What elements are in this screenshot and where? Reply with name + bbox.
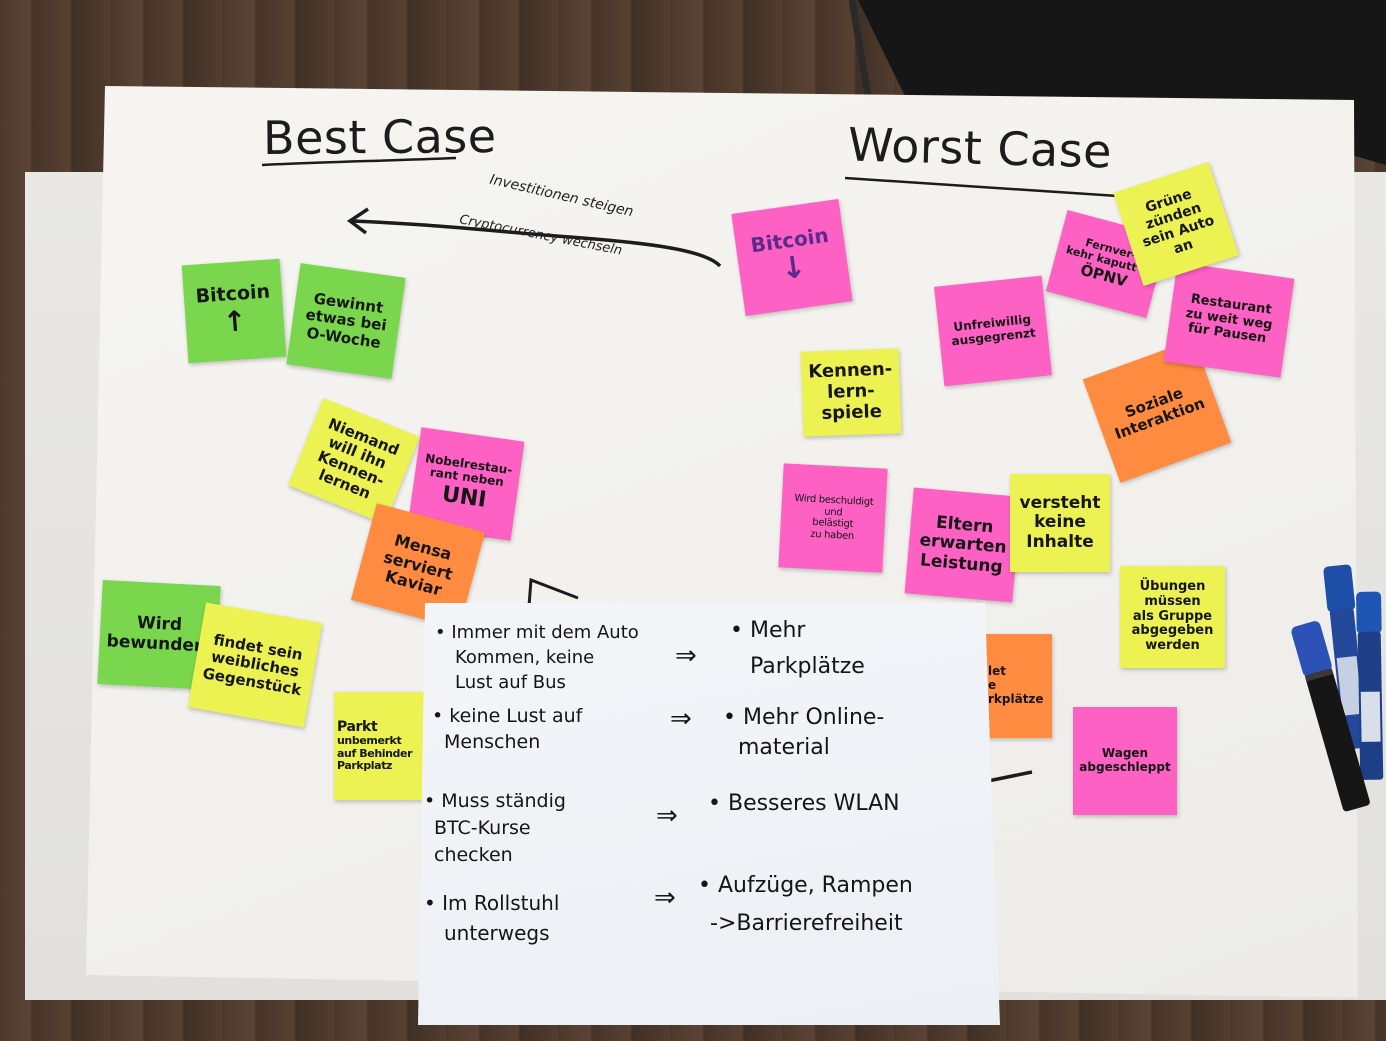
solution-text: • Aufzüge, Rampen ->Barrierefreiheit: [698, 867, 913, 943]
solution-text: • Mehr Online- material: [723, 703, 884, 763]
marker-pen-black: [1291, 621, 1370, 812]
ink-stroke: [987, 770, 1033, 783]
solution-text: • Mehr Parkplätze: [730, 613, 865, 685]
double-arrow-icon: ⇒: [675, 641, 697, 671]
note-text: abgeschleppt: [1079, 760, 1171, 774]
problem-line: • keine Lust auf: [432, 705, 583, 727]
solution-line: • Mehr: [730, 618, 806, 643]
note-text: Inhalte: [1026, 531, 1094, 552]
sticky-note-abgeschleppt: Wagen abgeschleppt: [1073, 707, 1177, 815]
solution-line: • Aufzüge, Rampen: [698, 873, 913, 898]
curved-arrow-line: [351, 219, 722, 268]
note-text: Wagen: [1101, 746, 1149, 761]
problem-line: • Immer mit dem Auto: [435, 622, 639, 643]
note-text: versteht: [1019, 492, 1101, 513]
sticky-note-parkt: Parkt unbemerkt auf Behinder Parkplatz: [334, 692, 424, 800]
sticky-note-versteht: versteht keine Inhalte: [1010, 474, 1110, 572]
solution-line: • Mehr Online-: [723, 705, 885, 730]
double-arrow-icon: ⇒: [670, 704, 692, 734]
chair-leg: [848, 0, 872, 97]
solution-line: Parkplätze: [750, 654, 865, 679]
problem-text: • Immer mit dem Auto Kommen, keine Lust …: [435, 620, 639, 695]
marker-pen-blue: [1356, 591, 1384, 780]
note-text: e: [988, 678, 997, 693]
problem-text: • Muss ständig BTC-Kurse checken: [424, 788, 566, 869]
note-text: Parkt: [337, 718, 378, 735]
marker-pen-blue: [1323, 564, 1368, 750]
note-text: als Gruppe: [1132, 608, 1213, 624]
note-text: keine: [1034, 512, 1086, 533]
problem-line: Menschen: [444, 731, 541, 753]
problem-line: Kommen, keine: [455, 647, 595, 668]
note-text: let: [988, 664, 1006, 679]
note-text: werden: [1145, 638, 1200, 654]
note-text: unbemerkt: [337, 734, 402, 748]
problem-line: BTC-Kurse: [434, 817, 531, 839]
solution-line: ->Barrierefreiheit: [710, 911, 903, 936]
problem-line: checken: [434, 844, 513, 866]
note-text: müssen: [1144, 593, 1201, 609]
solution-line: • Besseres WLAN: [708, 791, 900, 816]
sticky-note-uebungen: Übungen müssen als Gruppe abgegeben werd…: [1120, 566, 1225, 668]
note-text: Parkplatz: [337, 759, 393, 773]
solution-text: • Besseres WLAN: [708, 789, 900, 819]
note-text: Übungen: [1139, 578, 1206, 594]
best-case-underline: [261, 156, 457, 167]
solution-line: material: [738, 735, 830, 760]
double-arrow-icon: ⇒: [656, 801, 678, 831]
problem-text: • keine Lust auf Menschen: [432, 703, 582, 755]
note-text: abgegeben: [1131, 623, 1214, 639]
note-text: auf Behinder: [337, 746, 413, 760]
problem-text: • Im Rollstuhl unterwegs: [424, 888, 559, 948]
problem-line: unterwegs: [444, 921, 550, 945]
curved-arrow-head: [346, 207, 369, 235]
triangle-outline: [527, 577, 579, 607]
double-arrow-icon: ⇒: [654, 883, 676, 913]
paper-sheet: • Immer mit dem Auto Kommen, keine Lust …: [418, 603, 1000, 1025]
note-text: rkplätze: [988, 691, 1044, 706]
problem-line: • Muss ständig: [424, 790, 566, 812]
worst-case-underline: [844, 176, 1119, 198]
problem-line: • Im Rollstuhl: [424, 891, 560, 915]
problem-line: Lust auf Bus: [455, 672, 566, 693]
